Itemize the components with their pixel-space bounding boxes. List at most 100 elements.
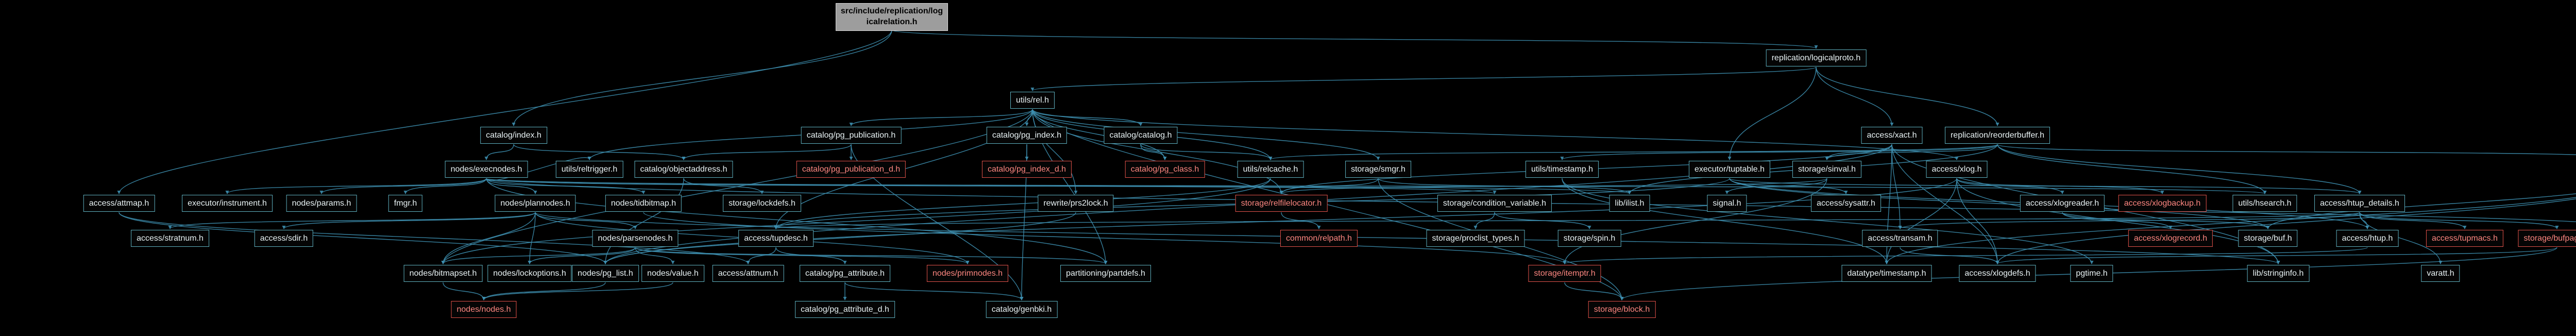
- graph-edge: [1891, 144, 1999, 264]
- graph-edge: [1727, 66, 1817, 160]
- graph-node-tidbitmap[interactable]: nodes/tidbitmap.h: [605, 195, 682, 212]
- graph-node-smgr[interactable]: storage/smgr.h: [1345, 161, 1411, 178]
- graph-edge: [1956, 178, 2064, 194]
- graph-edge: [1956, 178, 2164, 194]
- graph-node-lockoptions[interactable]: nodes/lockoptions.h: [487, 265, 572, 282]
- graph-node-tupmacs[interactable]: access/tupmacs.h: [2426, 230, 2504, 247]
- graph-edge: [891, 29, 1818, 49]
- graph-node-sdir[interactable]: access/sdir.h: [254, 230, 314, 247]
- graph-edge: [441, 212, 536, 264]
- graph-node-plannodes[interactable]: nodes/plannodes.h: [495, 195, 576, 212]
- graph-edge: [528, 212, 536, 264]
- graph-node-fmgr[interactable]: fmgr.h: [388, 195, 423, 212]
- graph-node-primnodes[interactable]: nodes/primnodes.h: [926, 265, 1009, 282]
- graph-node-xlog[interactable]: access/xlog.h: [1926, 161, 1988, 178]
- graph-node-bufpage[interactable]: storage/bufpage.h: [2518, 230, 2576, 247]
- graph-node-sinval[interactable]: storage/sinval.h: [1792, 161, 1862, 178]
- graph-node-block[interactable]: storage/block.h: [1588, 301, 1656, 318]
- graph-edge: [1997, 144, 2362, 194]
- graph-node-logicalproto[interactable]: replication/logicalproto.h: [1766, 49, 1867, 66]
- graph-edge: [403, 178, 487, 194]
- graph-node-params[interactable]: nodes/params.h: [286, 195, 357, 212]
- graph-node-timestamp_u[interactable]: utils/timestamp.h: [1525, 161, 1599, 178]
- graph-node-reorderbuffer[interactable]: replication/reorderbuffer.h: [1944, 127, 2050, 144]
- graph-node-pg_list[interactable]: nodes/pg_list.h: [572, 265, 639, 282]
- graph-node-root[interactable]: src/include/replication/logicalrelation.…: [836, 3, 948, 31]
- graph-edge: [2266, 193, 2576, 229]
- graph-node-catalog[interactable]: catalog/catalog.h: [1104, 127, 1178, 144]
- graph-node-datatype_ts[interactable]: datatype/timestamp.h: [1841, 265, 1932, 282]
- graph-node-rel[interactable]: utils/rel.h: [1010, 92, 1055, 109]
- graph-node-attnum[interactable]: access/attnum.h: [712, 265, 784, 282]
- graph-edge: [603, 178, 684, 264]
- graph-edge: [1816, 66, 1999, 126]
- graph-node-itemptr[interactable]: storage/itemptr.h: [1528, 265, 1601, 282]
- graph-edge: [635, 247, 675, 264]
- graph-node-value[interactable]: nodes/value.h: [641, 265, 704, 282]
- graph-node-hsearch[interactable]: utils/hsearch.h: [2232, 195, 2297, 212]
- graph-node-reltrigger[interactable]: utils/reltrigger.h: [555, 161, 623, 178]
- graph-edge: [1032, 109, 1078, 194]
- graph-edge: [1032, 109, 1380, 160]
- graph-node-xact[interactable]: access/xact.h: [1861, 127, 1923, 144]
- graph-node-index[interactable]: catalog/index.h: [480, 127, 547, 144]
- graph-node-ilist[interactable]: lib/ilist.h: [1609, 195, 1650, 212]
- graph-node-execnodes[interactable]: nodes/execnodes.h: [445, 161, 528, 178]
- graph-edge: [1032, 109, 1143, 126]
- graph-node-pg_index[interactable]: catalog/pg_index.h: [986, 127, 1067, 144]
- graph-node-pg_publication[interactable]: catalog/pg_publication.h: [801, 127, 902, 144]
- graph-node-spin[interactable]: storage/spin.h: [1557, 230, 1621, 247]
- graph-node-proclist_types[interactable]: storage/proclist_types.h: [1426, 230, 1525, 247]
- graph-node-stratnum[interactable]: access/stratnum.h: [131, 230, 209, 247]
- graph-node-pg_publication_d[interactable]: catalog/pg_publication_d.h: [796, 161, 906, 178]
- graph-edge: [1885, 178, 1957, 264]
- graph-node-xlogrecord[interactable]: access/xlogrecord.h: [2128, 230, 2213, 247]
- graph-node-condition_variable[interactable]: storage/condition_variable.h: [1437, 195, 1552, 212]
- graph-node-transam[interactable]: access/transam.h: [1862, 230, 1938, 247]
- graph-node-relpath[interactable]: common/relpath.h: [1280, 230, 1358, 247]
- graph-node-genbki[interactable]: catalog/genbki.h: [986, 301, 1058, 318]
- graph-node-instrument[interactable]: executor/instrument.h: [182, 195, 273, 212]
- graph-node-tuptable[interactable]: executor/tuptable.h: [1688, 161, 1771, 178]
- graph-node-xlogdefs[interactable]: access/xlogdefs.h: [1959, 265, 2036, 282]
- graph-node-xlogreader[interactable]: access/xlogreader.h: [2020, 195, 2105, 212]
- graph-node-bitmapset[interactable]: nodes/bitmapset.h: [403, 265, 483, 282]
- graph-edge: [486, 178, 646, 194]
- graph-node-attmap[interactable]: access/attmap.h: [83, 195, 155, 212]
- graph-node-tupdesc[interactable]: access/tupdesc.h: [738, 230, 814, 247]
- graph-node-relfilelocator[interactable]: storage/relfilelocator.h: [1235, 195, 1328, 212]
- graph-node-buf[interactable]: storage/buf.h: [2238, 230, 2298, 247]
- graph-edge: [1725, 178, 1827, 194]
- graph-edge: [513, 144, 686, 160]
- graph-edge: [849, 109, 1033, 126]
- graph-node-sysattr[interactable]: access/sysattr.h: [1811, 195, 1881, 212]
- graph-edge: [1995, 198, 2576, 264]
- graph-node-pgtime[interactable]: pgtime.h: [2070, 265, 2113, 282]
- graph-edge: [1279, 178, 1827, 194]
- graph-node-xlogbackup[interactable]: access/xlogbackup.h: [2118, 195, 2207, 212]
- graph-node-signal[interactable]: signal.h: [1707, 195, 1747, 212]
- graph-node-htup_details[interactable]: access/htup_details.h: [2314, 195, 2405, 212]
- graph-node-pg_attribute[interactable]: catalog/pg_attribute.h: [800, 265, 890, 282]
- graph-edge: [535, 212, 637, 229]
- graph-node-lockdefs[interactable]: storage/lockdefs.h: [723, 195, 801, 212]
- graph-node-pg_index_d[interactable]: catalog/pg_index_d.h: [981, 161, 1072, 178]
- graph-edge: [1032, 109, 1283, 194]
- graph-node-htup[interactable]: access/htup.h: [2336, 230, 2399, 247]
- graph-edge: [482, 282, 673, 300]
- graph-node-parsenodes[interactable]: nodes/parsenodes.h: [592, 230, 679, 247]
- graph-edge: [282, 212, 536, 229]
- graph-node-pg_attribute_d[interactable]: catalog/pg_attribute_d.h: [795, 301, 895, 318]
- graph-node-relcache[interactable]: utils/relcache.h: [1237, 161, 1304, 178]
- graph-node-stringinfo[interactable]: lib/stringinfo.h: [2247, 265, 2310, 282]
- graph-node-prs2lock[interactable]: rewrite/prs2lock.h: [1038, 195, 1114, 212]
- graph-node-pg_class[interactable]: catalog/pg_class.h: [1125, 161, 1205, 178]
- graph-edge: [1140, 144, 1167, 160]
- graph-node-varatt[interactable]: varatt.h: [2421, 265, 2460, 282]
- graph-node-objectaddress[interactable]: catalog/objectaddress.h: [634, 161, 733, 178]
- graph-edge: [1494, 212, 1591, 229]
- graph-edge: [844, 282, 1024, 300]
- graph-edge: [2359, 212, 2443, 264]
- graph-node-partdefs[interactable]: partitioning/partdefs.h: [1060, 265, 1151, 282]
- graph-node-nodes[interactable]: nodes/nodes.h: [451, 301, 517, 318]
